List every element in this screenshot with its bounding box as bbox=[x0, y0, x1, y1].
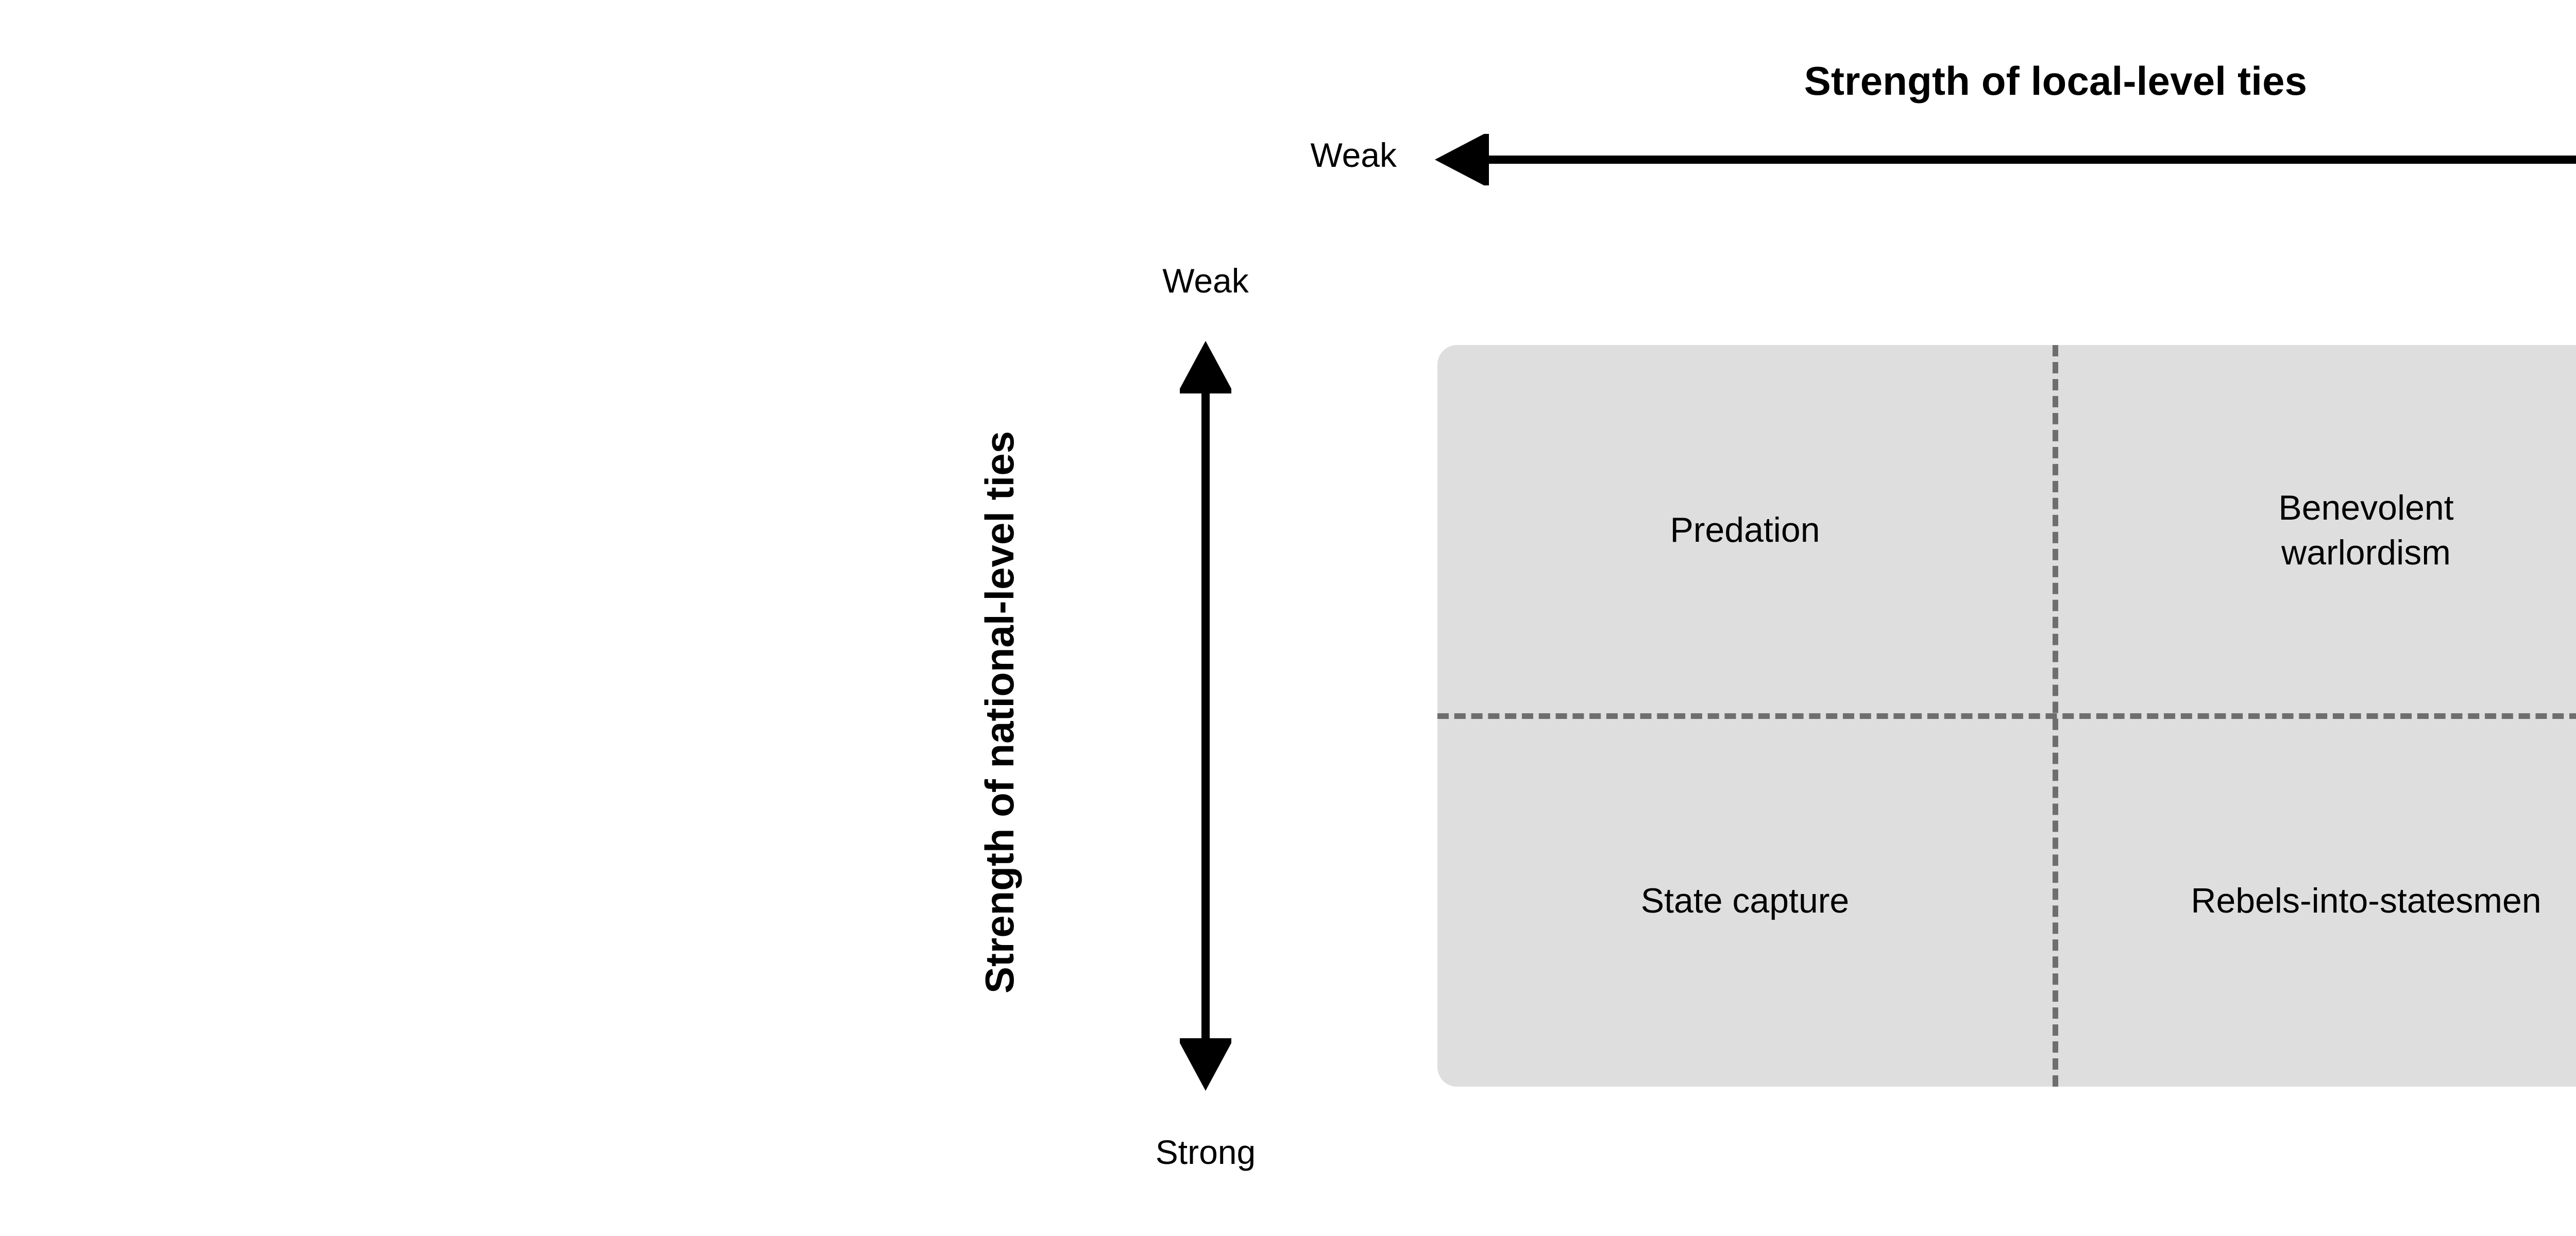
quadrant-top-left-label: Predation bbox=[1670, 510, 1820, 550]
quadrant-bottom-right[interactable]: Rebels-into-statesmen bbox=[2058, 716, 2576, 1087]
quadrant-top-right[interactable]: Benevolent warlordism bbox=[2058, 345, 2576, 716]
y-axis-low-label: Weak bbox=[1162, 262, 1249, 300]
quadrant-bottom-left-label: State capture bbox=[1640, 881, 1850, 921]
double-headed-vertical-arrow-icon bbox=[1177, 341, 1234, 1091]
quadrant-top-right-label-line2: warlordism bbox=[2281, 533, 2451, 572]
x-axis-low-label: Weak bbox=[1310, 136, 1397, 174]
quadrant-top-left[interactable]: Predation bbox=[1437, 345, 2053, 716]
x-axis-title: Strength of local-level ties bbox=[1804, 58, 2308, 104]
quadrant-top-right-label-line1: Benevolent bbox=[2278, 488, 2454, 527]
quadrant-bottom-left[interactable]: State capture bbox=[1437, 716, 2053, 1087]
y-axis-high-label: Strong bbox=[1155, 1133, 1256, 1171]
vertical-divider-line bbox=[2053, 345, 2058, 1087]
quadrant-matrix: Predation Benevolent warlordism State ca… bbox=[1437, 345, 2576, 1087]
double-headed-horizontal-arrow-icon bbox=[1435, 131, 2576, 188]
quadrant-bottom-right-label: Rebels-into-statesmen bbox=[2191, 881, 2541, 921]
y-axis-title: Strength of national-level ties bbox=[977, 431, 1022, 994]
